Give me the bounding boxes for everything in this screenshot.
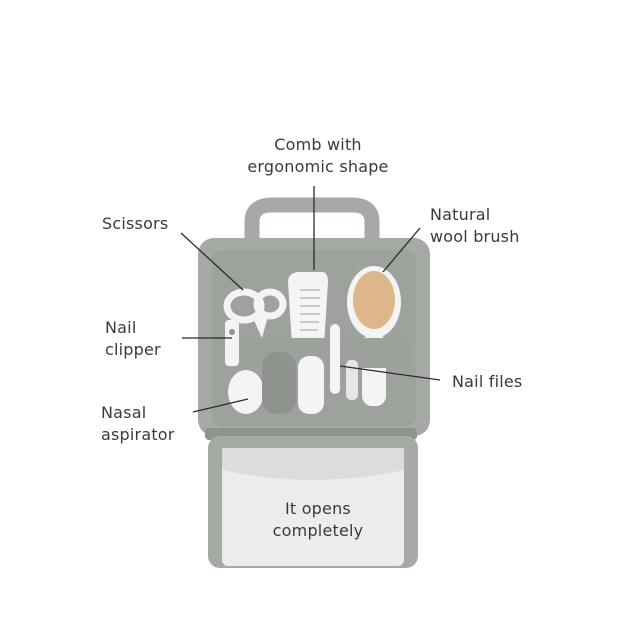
label-nail-files: Nail files [452, 372, 523, 391]
comb-handle [298, 356, 324, 414]
comb-icon [288, 272, 328, 352]
leader-brush [382, 227, 421, 273]
label-brush: Natural wool brush [430, 205, 520, 246]
label-comb: Comb with ergonomic shape [247, 135, 389, 176]
scissors-icon [223, 288, 287, 338]
label-nail-clipper: Nail clipper [105, 318, 161, 359]
leader-nail-files [339, 365, 441, 381]
nasal-aspirator-icon [228, 352, 296, 414]
leader-nasal-aspirator [192, 398, 249, 413]
nail-clipper-icon [225, 320, 239, 366]
label-nasal-aspirator: Nasal aspirator [101, 403, 175, 444]
leader-lines [180, 186, 441, 413]
leader-scissors [180, 232, 244, 291]
bag-handle [244, 197, 380, 266]
label-opens-completely: It opens completely [272, 499, 364, 540]
nail-file-icon [330, 324, 358, 400]
lining-fold [222, 448, 404, 480]
label-scissors: Scissors [102, 214, 169, 233]
